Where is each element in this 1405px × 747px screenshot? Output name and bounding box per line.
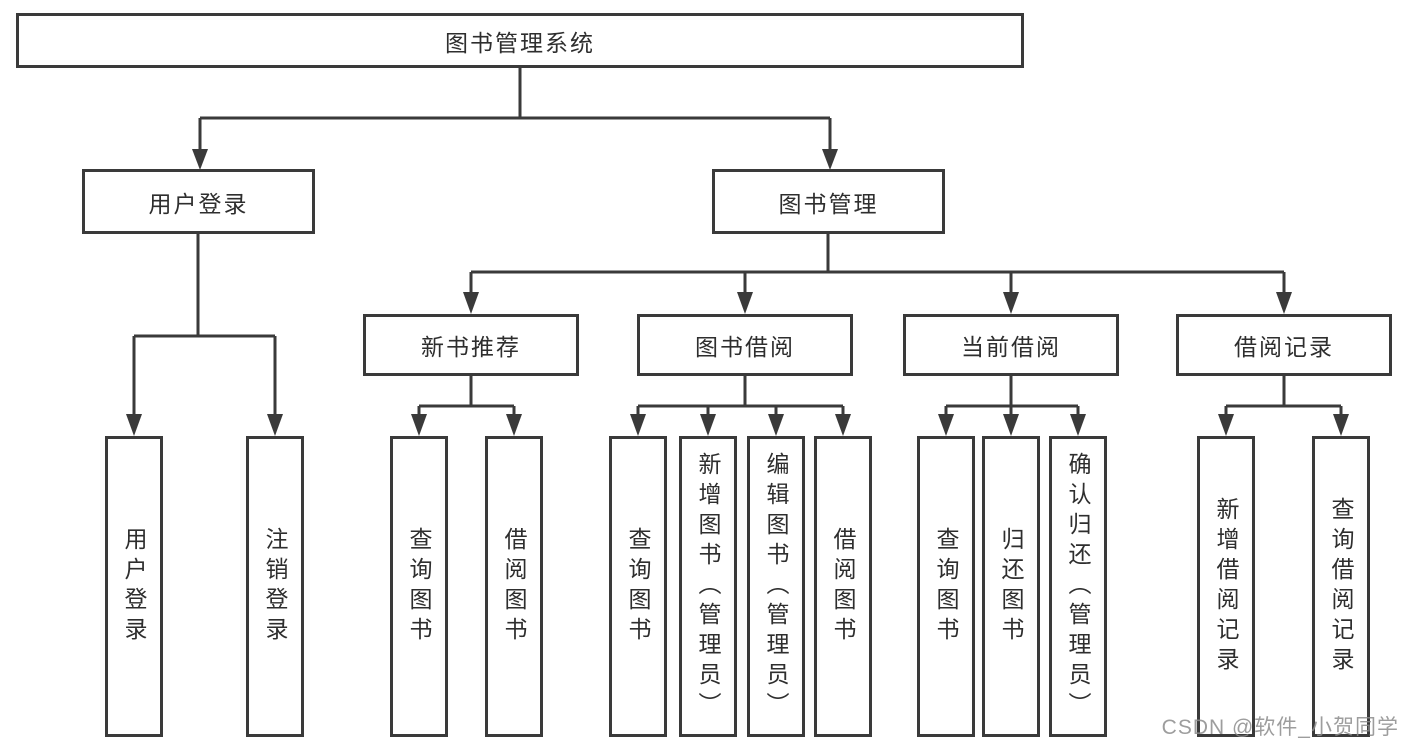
leaf-user-login: 用户登录 <box>105 436 163 737</box>
leaf-recommend-borrow-book: 借阅图书 <box>485 436 543 737</box>
leaf-recommend-query-book: 查询图书 <box>390 436 448 737</box>
node-label: 图书管理 <box>778 190 879 217</box>
leaf-logout-login: 注销登录 <box>246 436 304 737</box>
node-new-book-recommend: 新书推荐 <box>363 314 579 376</box>
node-label: 新书推荐 <box>421 334 521 360</box>
node-label: 借阅记录 <box>1234 334 1334 360</box>
node-user-login: 用户登录 <box>82 169 315 234</box>
leaf-records-add-record: 新增借阅记录 <box>1197 436 1255 737</box>
leaf-current-query-book: 查询图书 <box>917 436 975 737</box>
node-current-borrow: 当前借阅 <box>903 314 1119 376</box>
leaf-current-return-book: 归还图书 <box>982 436 1040 737</box>
leaf-borrow-edit-book-admin: 编辑图书（管理员） <box>747 436 805 737</box>
node-label: 图书管理系统 <box>445 29 595 56</box>
node-book-borrow: 图书借阅 <box>637 314 853 376</box>
node-label: 当前借阅 <box>961 334 1061 360</box>
csdn-watermark: CSDN @软件_小贺同学 <box>1161 716 1399 739</box>
node-label: 用户登录 <box>148 190 249 217</box>
node-library-management-system: 图书管理系统 <box>16 13 1024 68</box>
node-borrow-records: 借阅记录 <box>1176 314 1392 376</box>
leaf-borrow-query-book: 查询图书 <box>609 436 667 737</box>
leaf-records-query-record: 查询借阅记录 <box>1312 436 1370 737</box>
leaf-borrow-borrow-book: 借阅图书 <box>814 436 872 737</box>
node-label: 图书借阅 <box>695 334 795 360</box>
leaf-borrow-add-book-admin: 新增图书（管理员） <box>679 436 737 737</box>
node-book-management: 图书管理 <box>712 169 945 234</box>
leaf-current-confirm-return-admin: 确认归还（管理员） <box>1049 436 1107 737</box>
